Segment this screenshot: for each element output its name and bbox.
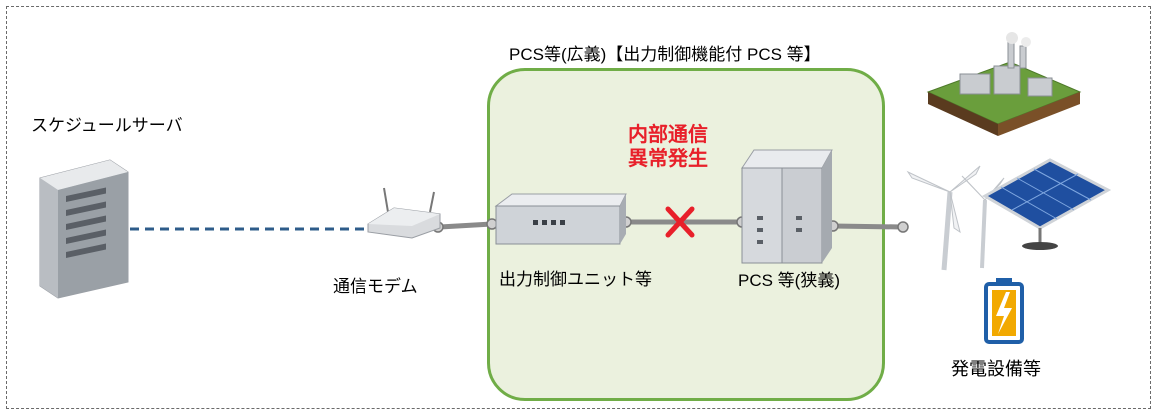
pcs-cabinet-icon bbox=[741, 149, 833, 264]
server-icon bbox=[39, 159, 129, 299]
solar-panel-icon bbox=[981, 158, 1112, 250]
control-unit-label: 出力制御ユニット等 bbox=[499, 270, 652, 289]
control-unit-icon bbox=[494, 193, 627, 245]
error-line-2: 異常発生 bbox=[628, 148, 708, 170]
pcs-label: PCS 等(狭義) bbox=[738, 271, 840, 290]
modem-unit-link bbox=[437, 221, 495, 230]
server-label: スケジュールサーバ bbox=[31, 116, 183, 135]
power-plant-icon bbox=[926, 32, 1082, 136]
error-line-1: 内部通信 bbox=[628, 124, 708, 146]
modem-label: 通信モデム bbox=[333, 277, 418, 296]
diagram-frame bbox=[6, 6, 1151, 409]
pcs-group-title: PCS等(広義)【出力制御機能付 PCS 等】 bbox=[509, 45, 821, 64]
error-x-icon bbox=[665, 206, 695, 238]
modem-icon bbox=[367, 187, 441, 239]
error-callout: 内部通信 異常発生 bbox=[628, 123, 708, 171]
pcs-equipment-link bbox=[830, 223, 905, 230]
battery-icon bbox=[984, 278, 1024, 344]
wind-turbine-icon bbox=[906, 165, 1005, 271]
equipment-label: 発電設備等 bbox=[951, 359, 1041, 379]
